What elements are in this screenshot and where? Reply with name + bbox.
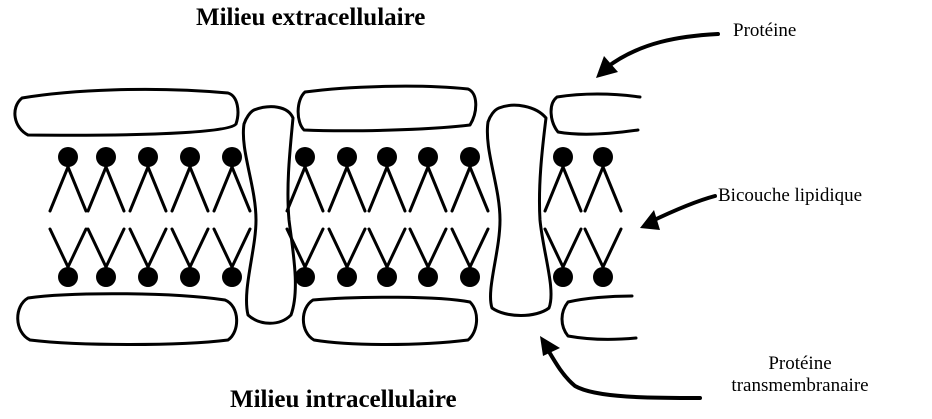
lipid-tail — [410, 167, 428, 211]
lipid-tail — [329, 167, 347, 211]
lipid-tail — [172, 167, 190, 211]
lipid-head — [138, 147, 158, 167]
peripheral-protein-bottom-2 — [303, 297, 476, 344]
lipid-head — [418, 267, 438, 287]
lipid-head — [337, 147, 357, 167]
lipid-tail — [428, 229, 446, 267]
lipid-tail — [287, 229, 305, 267]
lipid-head — [553, 147, 573, 167]
lipid-tail — [148, 229, 166, 267]
lipid-head — [295, 147, 315, 167]
peripheral-protein-top-1 — [15, 89, 238, 135]
lipid-tail — [428, 167, 446, 211]
lipid-head — [337, 267, 357, 287]
lipid-tail — [347, 167, 365, 211]
partial-protein-top-right — [551, 94, 640, 134]
lipid-head — [460, 147, 480, 167]
lipid-head — [593, 267, 613, 287]
lipid-head — [553, 267, 573, 287]
lipid-tail — [305, 167, 323, 211]
lipid-tail — [387, 229, 405, 267]
lipid-tail — [88, 167, 106, 211]
lipid-head — [222, 147, 242, 167]
partial-protein-bottom-right — [562, 296, 636, 339]
lipid-tail — [452, 167, 470, 211]
lipid-tail — [329, 229, 347, 267]
lipid-tail — [148, 167, 166, 211]
arrow-icon — [596, 34, 718, 78]
lipid-tail — [68, 229, 86, 267]
lipid-head — [58, 147, 78, 167]
lipid-tail — [603, 229, 621, 267]
lipid-tail — [232, 229, 250, 267]
lipid-tail — [603, 167, 621, 211]
lipid-tail — [68, 167, 86, 211]
lipid-tail — [452, 229, 470, 267]
transmembrane-protein-2 — [487, 105, 551, 315]
lipid-tail — [190, 167, 208, 211]
lipid-tail — [369, 167, 387, 211]
lipid-tail — [88, 229, 106, 267]
lipid-head — [96, 267, 116, 287]
lipid-tail — [106, 229, 124, 267]
lipid-tail — [470, 229, 488, 267]
lipid-head — [138, 267, 158, 287]
lipid-tail — [214, 167, 232, 211]
lipid-head — [295, 267, 315, 287]
lipid-head — [58, 267, 78, 287]
lipid-tail — [50, 167, 68, 211]
lipid-tail — [130, 167, 148, 211]
peripheral-protein-bottom-1 — [18, 294, 237, 345]
lipid-tail — [347, 229, 365, 267]
lipid-head — [460, 267, 480, 287]
lipid-head — [222, 267, 242, 287]
lipid-tail — [190, 229, 208, 267]
lipid-head — [593, 147, 613, 167]
lipid-tail — [545, 167, 563, 211]
lipid-bilayer — [50, 147, 621, 287]
lipid-head — [180, 267, 200, 287]
lipid-head — [180, 147, 200, 167]
lipid-tail — [106, 167, 124, 211]
lipid-head — [418, 147, 438, 167]
lipid-head — [377, 147, 397, 167]
transmembrane-protein-1 — [243, 107, 295, 324]
lipid-tail — [172, 229, 190, 267]
arrow-icon — [540, 336, 700, 398]
lipid-tail — [470, 167, 488, 211]
lipid-tail — [387, 167, 405, 211]
lipid-head — [96, 147, 116, 167]
lipid-tail — [369, 229, 387, 267]
lipid-tail — [305, 229, 323, 267]
lipid-tail — [232, 167, 250, 211]
peripheral-protein-top-2 — [298, 86, 476, 131]
lipid-tail — [563, 229, 581, 267]
lipid-tail — [214, 229, 232, 267]
arrow-icon — [640, 196, 715, 230]
lipid-tail — [585, 167, 603, 211]
lipid-tail — [50, 229, 68, 267]
lipid-tail — [130, 229, 148, 267]
lipid-tail — [410, 229, 428, 267]
lipid-tail — [563, 167, 581, 211]
lipid-head — [377, 267, 397, 287]
lipid-tail — [585, 229, 603, 267]
